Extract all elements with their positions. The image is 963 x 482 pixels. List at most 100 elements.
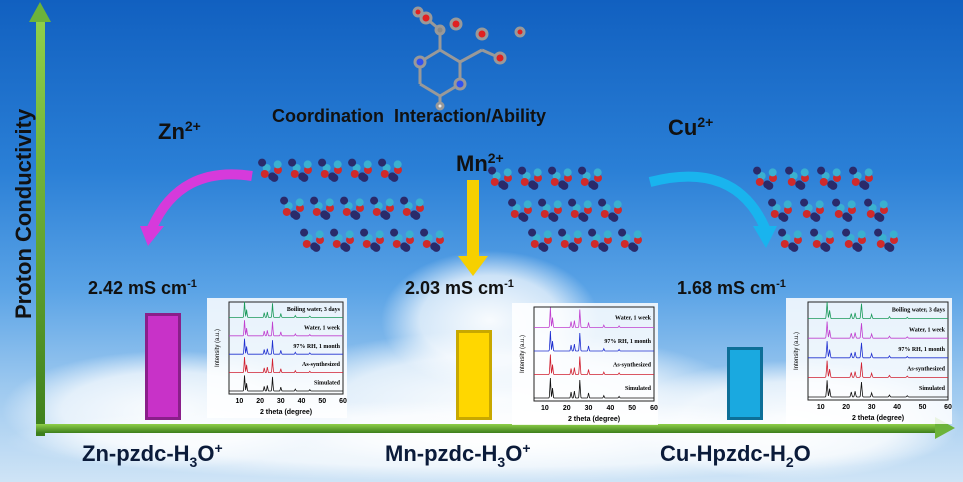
crystal-atom (778, 228, 787, 237)
crystal-atom (598, 242, 607, 251)
crystal-atom (360, 228, 369, 237)
xrd-trace (808, 360, 948, 378)
subscript: 2 (785, 453, 794, 470)
crystal-atom (288, 158, 297, 167)
crystal-atom (550, 177, 559, 186)
crystal-atom (879, 200, 888, 209)
tick-label: 20 (842, 404, 850, 411)
pzdc-molecule (412, 6, 526, 111)
crystal-atom (620, 239, 629, 248)
crystal-atom (422, 239, 431, 248)
material-name: Cu-Hpzdc-H (660, 441, 786, 467)
superscript: + (214, 440, 223, 456)
crystal-atom (800, 168, 809, 177)
crystal-atom (560, 239, 569, 248)
xrd-trace (808, 321, 948, 339)
tick-label: 60 (339, 398, 347, 405)
tick-label: 40 (298, 398, 306, 405)
conductivity-mn: 2.03 mS cm-1 (405, 278, 514, 299)
crystal-atom (593, 168, 602, 177)
xrd-trace (808, 341, 948, 359)
crystal-atom (603, 230, 612, 239)
crystal-atom (390, 228, 399, 237)
crystal-atom (753, 166, 762, 175)
trace-label: As-synthesized (613, 362, 652, 368)
crystal-atom (570, 209, 579, 218)
coordination-label: Coordination Interaction/Ability (272, 106, 546, 126)
ion-charge: 2+ (697, 114, 714, 130)
crystal-atom (533, 168, 542, 177)
crystal-atom (548, 212, 557, 221)
zn-curved-arrow (140, 169, 253, 246)
crystal-atom (320, 210, 329, 219)
crystal-atom (778, 212, 787, 221)
xrd-trace (808, 380, 948, 398)
crystal-atom (330, 228, 339, 237)
ion-mn: Mn2+ (456, 150, 504, 177)
tick-label: 10 (817, 404, 825, 411)
crystal-atom (820, 242, 829, 251)
ion-symbol: Mn (456, 151, 488, 177)
conductivity-zn: 2.42 mS cm-1 (88, 278, 197, 299)
crystal-atom (358, 172, 367, 181)
crystal-atom (842, 228, 851, 237)
tick-label: 10 (235, 398, 243, 405)
xrd-trace (534, 354, 654, 375)
crystal-atom (857, 230, 866, 239)
conductivity-bar-cu (727, 347, 763, 420)
crystal-atom (400, 242, 409, 251)
superscript: + (522, 440, 531, 456)
crystal-atom (392, 239, 401, 248)
crystal-atom (510, 209, 519, 218)
conductivity-exponent: -1 (187, 278, 197, 290)
crystal-atom (847, 200, 856, 209)
crystal-atom (393, 160, 402, 169)
crystal-atom (800, 198, 809, 207)
crystal-atom (528, 228, 537, 237)
crystal-atom (849, 166, 858, 175)
tick-label: 50 (318, 398, 326, 405)
crystal-atom (825, 230, 834, 239)
trace-label: 97% RH, 1 month (293, 344, 340, 350)
crystal-atom (770, 209, 779, 218)
crystal-atom (568, 242, 577, 251)
plot-frame (533, 306, 655, 402)
crystal-atom (268, 172, 277, 181)
ion-cu: Cu2+ (668, 114, 713, 141)
crystal-atom (332, 239, 341, 248)
crystal-atom (523, 200, 532, 209)
crystal-atom (817, 166, 826, 175)
crystal-atom (340, 196, 349, 205)
crystal-atom (402, 207, 411, 216)
crystal-atom (812, 239, 821, 248)
crystal-atom (580, 177, 589, 186)
conductivity-value: 1.68 mS cm (677, 278, 777, 298)
crystal-atom (859, 180, 868, 189)
crystal-atom (783, 200, 792, 209)
trace-label: Boiling water, 3 days (892, 308, 946, 314)
crystal-atom (827, 180, 836, 189)
material-name: Zn-pzdc-H (82, 441, 190, 467)
xrd-trace (229, 375, 343, 392)
conductivity-exponent: -1 (504, 278, 514, 290)
crystal-atom (851, 177, 860, 186)
crystal-atom (810, 228, 819, 237)
trace-label: Water, 1 week (909, 327, 946, 333)
crystal-atom (787, 177, 796, 186)
x-axis-label: 2 theta (degree) (852, 415, 904, 422)
crystal-atom (558, 228, 567, 237)
crystal-atom (372, 207, 381, 216)
y-axis-label: Intensity (a.u.) (520, 335, 526, 373)
crystal-atom (583, 200, 592, 209)
trace-label: Simulated (314, 381, 341, 387)
crystal-atom (258, 158, 267, 167)
crystal-atom (488, 166, 497, 175)
crystal-atom (435, 230, 444, 239)
crystal-atom (755, 177, 764, 186)
crystal-atom (310, 196, 319, 205)
